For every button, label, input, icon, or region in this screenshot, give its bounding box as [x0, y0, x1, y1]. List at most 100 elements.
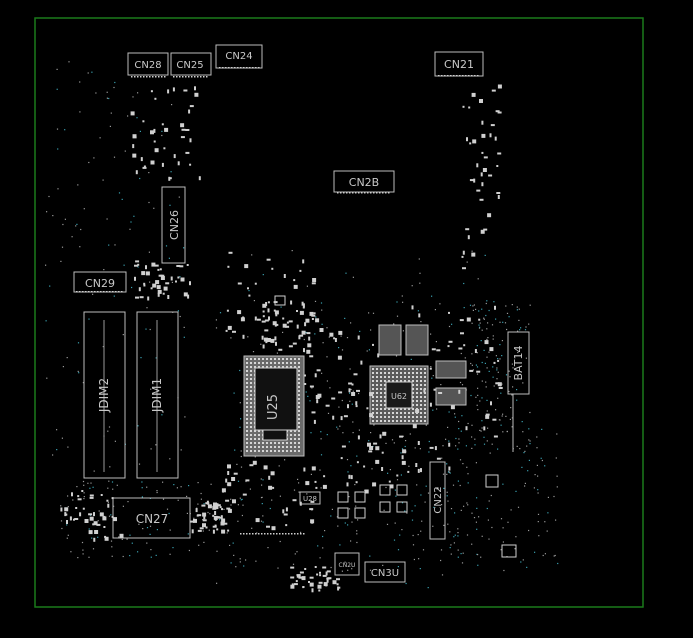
pad: [528, 439, 530, 441]
pad: [124, 150, 126, 152]
pad: [232, 542, 234, 544]
pad: [372, 412, 374, 414]
connector-cn22[interactable]: CN22: [429, 461, 446, 540]
pad: [382, 431, 387, 436]
pad: [268, 475, 271, 480]
pad: [333, 337, 336, 340]
dimm-slot-jdim2[interactable]: JDIM2: [83, 311, 126, 479]
dimm-slot-jdim1[interactable]: JDIM1: [136, 311, 179, 479]
pad: [241, 514, 243, 517]
pad: [161, 123, 164, 126]
connector-cn3u[interactable]: CN3U: [364, 561, 406, 583]
pad: [127, 115, 129, 117]
pad: [292, 563, 295, 565]
pad: [522, 382, 524, 384]
pad: [258, 430, 260, 432]
pad: [242, 334, 245, 339]
pad: [240, 455, 242, 458]
pad: [476, 370, 481, 373]
pad: [197, 514, 202, 517]
pad: [487, 322, 489, 324]
pad: [82, 553, 84, 555]
chip-u28[interactable]: U28: [299, 491, 321, 505]
pad: [322, 547, 324, 549]
pad: [97, 520, 99, 522]
connector-cn28[interactable]: CN28: [127, 52, 169, 76]
pad: [139, 296, 144, 299]
pad: [555, 519, 557, 521]
pad: [298, 366, 300, 368]
pad: [262, 446, 264, 448]
pad: [384, 388, 386, 390]
pad: [77, 495, 80, 498]
pad: [262, 274, 264, 276]
pad: [290, 566, 295, 569]
pad: [351, 568, 353, 570]
pad: [392, 376, 394, 378]
pad: [91, 537, 93, 539]
pad: [480, 340, 482, 342]
pad: [315, 316, 317, 318]
pad: [223, 522, 228, 525]
pad: [301, 301, 304, 306]
pad: [254, 430, 256, 432]
pad: [476, 373, 479, 375]
pad: [510, 407, 512, 409]
pad: [265, 302, 268, 306]
pad: [272, 486, 275, 489]
connector-cn2u[interactable]: CN2U: [334, 552, 360, 576]
pad: [537, 521, 539, 523]
connector-cn25[interactable]: CN25: [170, 52, 212, 76]
pad: [486, 356, 488, 358]
pad: [380, 404, 382, 406]
pad: [304, 374, 306, 377]
pad: [438, 392, 443, 394]
pad: [92, 486, 94, 488]
pad: [304, 568, 307, 570]
pad: [56, 128, 59, 130]
pad: [246, 67, 248, 69]
connector-cn24[interactable]: CN24: [215, 44, 263, 69]
pad: [458, 442, 460, 444]
pad: [168, 176, 171, 181]
pad: [129, 555, 131, 557]
pad: [369, 413, 374, 418]
pad: [213, 502, 217, 507]
pad: [310, 500, 315, 503]
chip-u25[interactable]: U25: [243, 355, 305, 457]
pad: [268, 316, 270, 321]
pad: [465, 75, 467, 77]
pad: [393, 442, 395, 444]
pad: [122, 334, 124, 336]
pad: [339, 544, 341, 546]
battery-bat14[interactable]: BAT14: [507, 331, 530, 452]
pad: [520, 327, 522, 329]
pad: [424, 420, 426, 422]
pad: [420, 530, 422, 532]
pad: [250, 406, 252, 408]
pad: [420, 321, 422, 323]
pad: [236, 463, 238, 465]
pad: [258, 67, 260, 69]
pad: [230, 498, 232, 500]
pad: [135, 170, 138, 175]
pad: [557, 562, 559, 565]
pad: [79, 111, 81, 113]
pad: [298, 574, 301, 579]
chip-u62[interactable]: U62: [369, 365, 429, 425]
connector-cn26[interactable]: CN26: [161, 186, 186, 264]
pad: [467, 504, 469, 506]
pad: [369, 569, 372, 571]
pad: [368, 450, 373, 453]
pad: [250, 374, 252, 376]
pad: [449, 547, 451, 549]
pad: [246, 430, 248, 432]
pad: [502, 483, 504, 485]
pad: [373, 442, 378, 445]
pad: [255, 533, 257, 535]
pad: [471, 424, 473, 426]
pad: [522, 431, 524, 433]
pad: [458, 389, 461, 394]
pad: [137, 425, 139, 427]
pad: [300, 531, 302, 533]
